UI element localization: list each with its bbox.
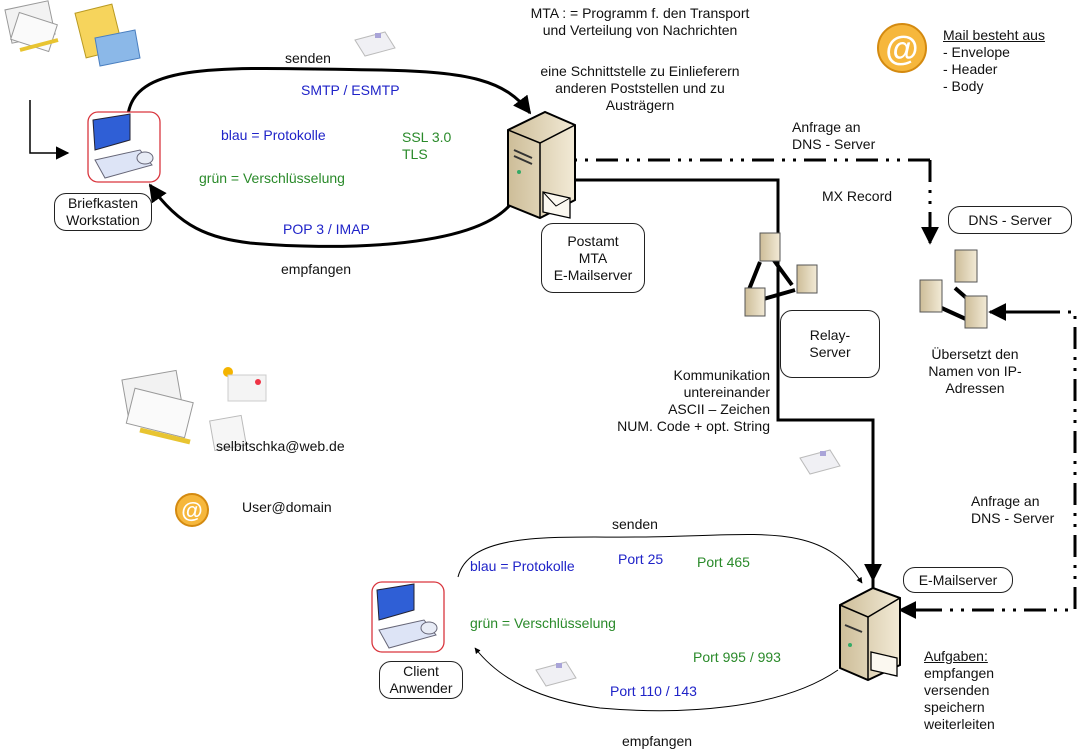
dns-note-line: Übersetzt den bbox=[931, 346, 1019, 362]
upper-legend-blue: blau = Protokolle bbox=[221, 127, 326, 143]
client-computer-icon bbox=[371, 581, 445, 653]
postamt-label-line: MTA bbox=[578, 249, 608, 266]
at-sign-icon-large: @ bbox=[877, 23, 927, 73]
dns-query-right-line bbox=[920, 310, 1077, 612]
upper-encryption: SSL 3.0 TLS bbox=[402, 129, 451, 163]
postamt-label-box: Postamt MTA E-Mailserver bbox=[541, 223, 645, 293]
lower-receive-port-secure: Port 995 / 993 bbox=[693, 649, 781, 665]
dns-server-cluster-icon bbox=[919, 249, 988, 329]
lower-receive-label: empfangen bbox=[622, 733, 693, 749]
upper-send-protocol: SMTP / ESMTP bbox=[301, 82, 400, 98]
example-address: selbitschka@web.de bbox=[216, 438, 345, 454]
envelope-icon-relay bbox=[799, 449, 841, 475]
compose-mail-icon bbox=[209, 414, 247, 452]
postamt-server-icon bbox=[507, 110, 576, 220]
interface-note-line: eine Schnittstelle zu Einlieferern bbox=[540, 63, 740, 79]
postamt-label-line: E-Mailserver bbox=[553, 266, 633, 283]
task-item: speichern bbox=[924, 699, 985, 715]
task-item: weiterleiten bbox=[924, 716, 995, 732]
dns-note-line: Namen von IP- bbox=[928, 363, 1022, 379]
dns-server-label: DNS - Server bbox=[968, 211, 1052, 228]
lower-legend-green: grün = Verschlüsselung bbox=[470, 615, 616, 631]
dns-query-top-label: Anfrage an DNS - Server bbox=[792, 119, 875, 153]
mx-record-label: MX Record bbox=[822, 188, 893, 204]
lower-receive-arrow bbox=[474, 647, 839, 712]
dns-query-line: Anfrage an bbox=[792, 119, 861, 135]
upper-receive-label: empfangen bbox=[281, 261, 352, 277]
emailserver-label: E-Mailserver bbox=[918, 571, 998, 588]
workstation-label-box: Briefkasten Workstation bbox=[54, 193, 152, 231]
relay-note-line: ASCII – Zeichen bbox=[668, 401, 770, 417]
input-arrow bbox=[29, 100, 70, 160]
dns-query-line: DNS - Server bbox=[971, 510, 1055, 526]
interface-note: eine Schnittstelle zu Einlieferern ander… bbox=[500, 63, 780, 114]
upper-receive-arrow bbox=[148, 183, 512, 248]
mta-definition-line: MTA : = Programm f. den Transport bbox=[530, 5, 750, 21]
emailserver-tasks: Aufgaben: empfangen versenden speichern … bbox=[924, 648, 995, 733]
dns-query-line: DNS - Server bbox=[792, 136, 876, 152]
lower-send-label: senden bbox=[612, 516, 658, 532]
lower-receive-port: Port 110 / 143 bbox=[610, 683, 697, 699]
relay-note-line: NUM. Code + opt. String bbox=[617, 418, 770, 434]
letters-pencil-icon bbox=[121, 369, 194, 445]
dns-server-label-box: DNS - Server bbox=[948, 206, 1072, 234]
upper-receive-protocol: POP 3 / IMAP bbox=[283, 221, 370, 237]
lower-send-port-secure: Port 465 bbox=[697, 554, 750, 570]
envelope-icon-lower bbox=[535, 661, 577, 687]
mail-parts: Mail besteht aus - Envelope - Header - B… bbox=[943, 27, 1045, 95]
at-sign-icon-small: @ bbox=[175, 493, 209, 527]
dns-query-line: Anfrage an bbox=[971, 493, 1040, 509]
encryption-item: TLS bbox=[402, 146, 428, 162]
mta-definition: MTA : = Programm f. den Transport und Ve… bbox=[500, 5, 780, 39]
dns-note: Übersetzt den Namen von IP- Adressen bbox=[915, 346, 1035, 397]
client-label-box: Client Anwender bbox=[379, 661, 463, 699]
interface-note-line: anderen Poststellen und zu bbox=[555, 80, 725, 96]
workstation-computer-icon bbox=[87, 111, 161, 183]
emailserver-label-box: E-Mailserver bbox=[903, 567, 1013, 593]
emailserver-server-icon bbox=[839, 586, 901, 682]
envelope-icon-upper bbox=[354, 31, 396, 57]
letters-icon bbox=[4, 0, 59, 53]
mail-part-item: - Envelope bbox=[943, 44, 1010, 60]
relay-communication-note: Kommunikation untereinander ASCII – Zeic… bbox=[560, 367, 770, 435]
mail-part-item: - Header bbox=[943, 61, 998, 77]
client-label-line: Client bbox=[403, 663, 439, 679]
task-item: empfangen bbox=[924, 665, 995, 681]
client-label-line: Anwender bbox=[389, 680, 453, 696]
mail-parts-title: Mail besteht aus bbox=[943, 27, 1045, 43]
notepad-envelope-icon bbox=[74, 3, 141, 67]
encryption-item: SSL 3.0 bbox=[402, 129, 452, 145]
relay-server-label-box: Relay- Server bbox=[780, 310, 880, 378]
lower-send-port: Port 25 bbox=[618, 551, 664, 567]
tasks-title: Aufgaben: bbox=[924, 648, 988, 664]
mail-part-item: - Body bbox=[943, 78, 984, 94]
workstation-label-line: Briefkasten bbox=[67, 195, 139, 211]
svg-text:@: @ bbox=[885, 30, 918, 68]
dns-query-right-label: Anfrage an DNS - Server bbox=[971, 493, 1054, 527]
lower-send-arrow bbox=[457, 533, 863, 584]
relay-label-line: Server bbox=[809, 344, 851, 360]
upper-legend-green: grün = Verschlüsselung bbox=[199, 170, 345, 186]
relay-label-line: Relay- bbox=[809, 327, 851, 343]
relay-note-line: untereinander bbox=[683, 384, 770, 400]
interface-note-line: Austrägern bbox=[605, 97, 675, 113]
dns-note-line: Adressen bbox=[945, 380, 1005, 396]
postamt-label-line: Postamt bbox=[567, 232, 619, 249]
upper-send-arrow bbox=[126, 66, 532, 116]
address-pattern: User@domain bbox=[242, 499, 332, 515]
lower-legend-blue: blau = Protokolle bbox=[470, 558, 575, 574]
mta-definition-line: und Verteilung von Nachrichten bbox=[542, 22, 738, 38]
new-mail-icon bbox=[223, 367, 267, 402]
workstation-label-line: Workstation bbox=[66, 212, 140, 228]
upper-send-label: senden bbox=[285, 50, 331, 66]
relay-server-cluster-icon bbox=[744, 232, 818, 317]
task-item: versenden bbox=[924, 682, 990, 698]
relay-note-line: Kommunikation bbox=[673, 367, 771, 383]
svg-text:@: @ bbox=[181, 498, 202, 523]
